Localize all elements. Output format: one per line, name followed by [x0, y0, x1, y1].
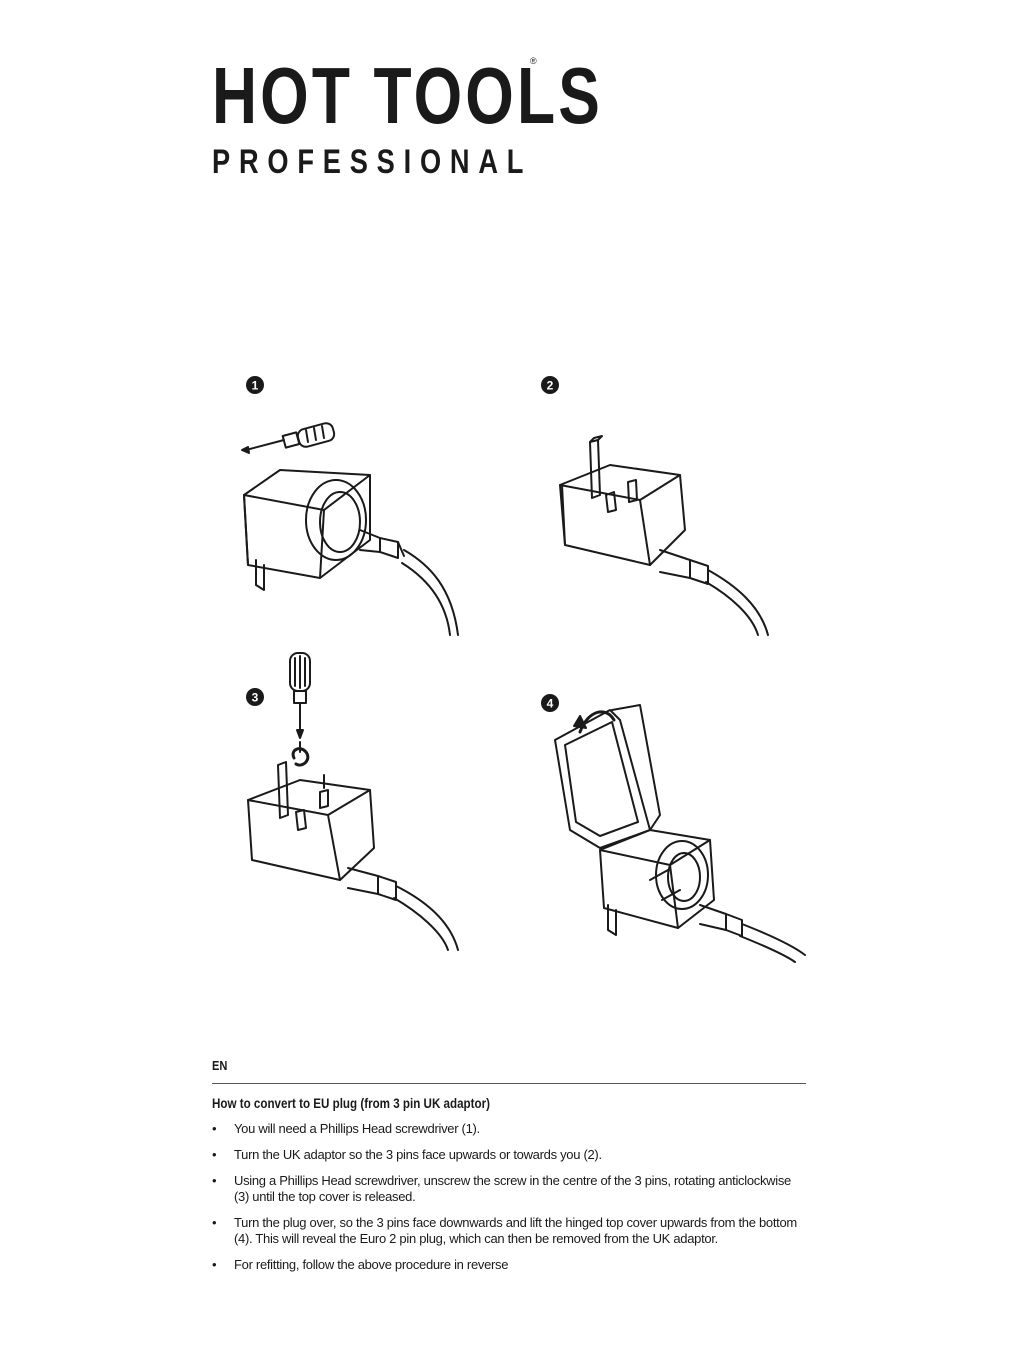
list-item: You will need a Phillips Head screwdrive…	[212, 1121, 806, 1137]
list-item: For refitting, follow the above procedur…	[212, 1257, 806, 1273]
brand-logo: HOT TOOLS ® PROFESSIONAL	[212, 51, 603, 181]
section-divider	[212, 1083, 806, 1084]
screwdriver-vertical-icon	[289, 652, 311, 767]
uk-plug-unscrew-icon	[247, 761, 459, 951]
figure-4-number: 4	[547, 697, 554, 711]
instructions-heading: How to convert to EU plug (from 3 pin UK…	[212, 1096, 490, 1111]
hinged-cover-icon	[554, 704, 661, 849]
instructions-section: EN How to convert to EU plug (from 3 pin…	[212, 1058, 806, 1283]
figure-2: 2	[541, 376, 769, 636]
figure-4: 4	[541, 694, 806, 963]
figure-3-number: 3	[252, 691, 259, 705]
language-code: EN	[212, 1058, 228, 1073]
figure-3: 3	[246, 652, 459, 951]
instruction-list: You will need a Phillips Head screwdrive…	[212, 1121, 806, 1273]
list-item: Turn the UK adaptor so the 3 pins face u…	[212, 1147, 806, 1163]
figure-1-number: 1	[252, 379, 259, 393]
figure-2-number: 2	[547, 379, 554, 393]
list-item: Using a Phillips Head screwdriver, unscr…	[212, 1173, 806, 1205]
registered-mark: ®	[530, 56, 537, 66]
adaptor-icon	[243, 469, 459, 636]
screwdriver-icon	[241, 422, 336, 454]
instruction-illustrations: 1 2	[241, 376, 806, 963]
figure-1: 1	[241, 376, 459, 636]
brand-subtitle: PROFESSIONAL	[212, 143, 533, 181]
euro-plug-icon	[599, 829, 806, 963]
uk-plug-icon	[559, 435, 769, 636]
list-item: Turn the plug over, so the 3 pins face d…	[212, 1215, 806, 1247]
brand-name: HOT TOOLS	[212, 51, 603, 140]
